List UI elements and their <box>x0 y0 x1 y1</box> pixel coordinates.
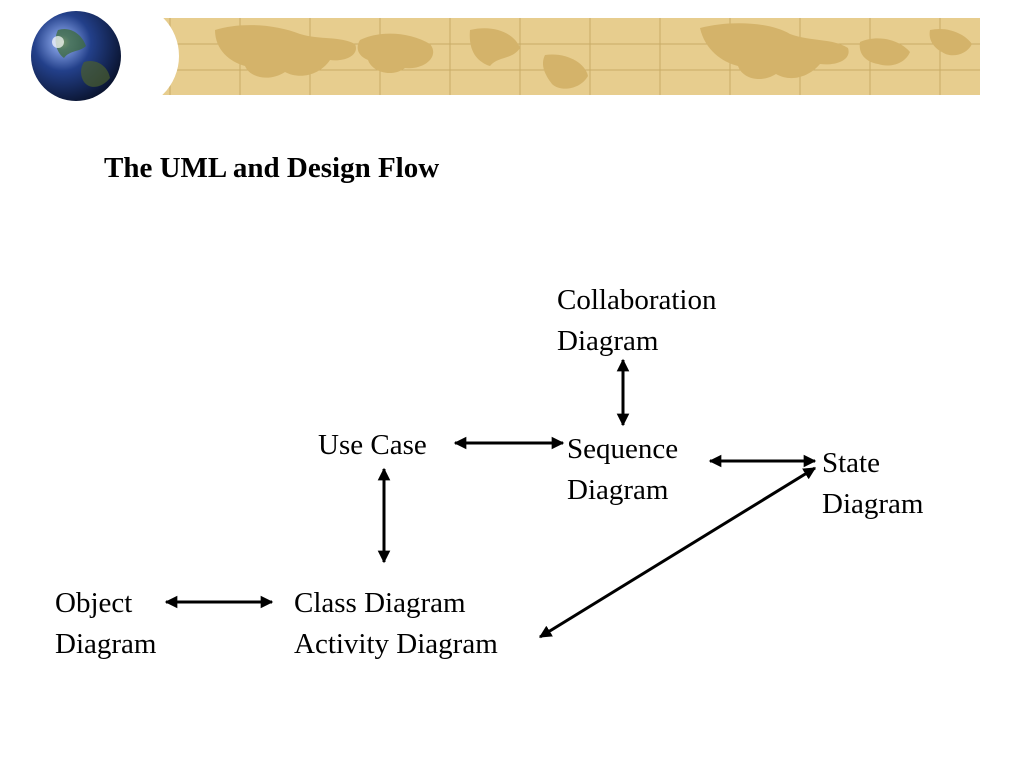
node-label-line1: Object <box>55 587 133 619</box>
node-object-diagram: Object Diagram <box>55 583 156 665</box>
node-sequence-diagram: Sequence Diagram <box>567 429 678 511</box>
node-state-diagram: State Diagram <box>822 443 923 525</box>
node-label-line2: Diagram <box>557 325 659 357</box>
node-label-line2: Diagram <box>822 488 924 520</box>
node-label-line1: Collaboration <box>557 284 717 316</box>
header-banner <box>31 2 980 110</box>
node-label-line2: Diagram <box>567 474 669 506</box>
node-label-line1: Class Diagram <box>294 587 466 619</box>
world-map-banner <box>120 18 980 95</box>
slide-title: The UML and Design Flow <box>104 152 440 184</box>
node-label-line1: State <box>822 447 880 479</box>
node-use-case: Use Case <box>318 425 427 466</box>
node-collaboration-diagram: Collaboration Diagram <box>557 280 716 362</box>
globe-icon <box>31 11 121 101</box>
node-label-line1: Sequence <box>567 433 679 465</box>
node-label-line2: Activity Diagram <box>294 628 498 660</box>
node-label-line1: Use Case <box>318 429 427 461</box>
node-class-activity-diagram: Class Diagram Activity Diagram <box>294 583 498 665</box>
node-label-line2: Diagram <box>55 628 157 660</box>
